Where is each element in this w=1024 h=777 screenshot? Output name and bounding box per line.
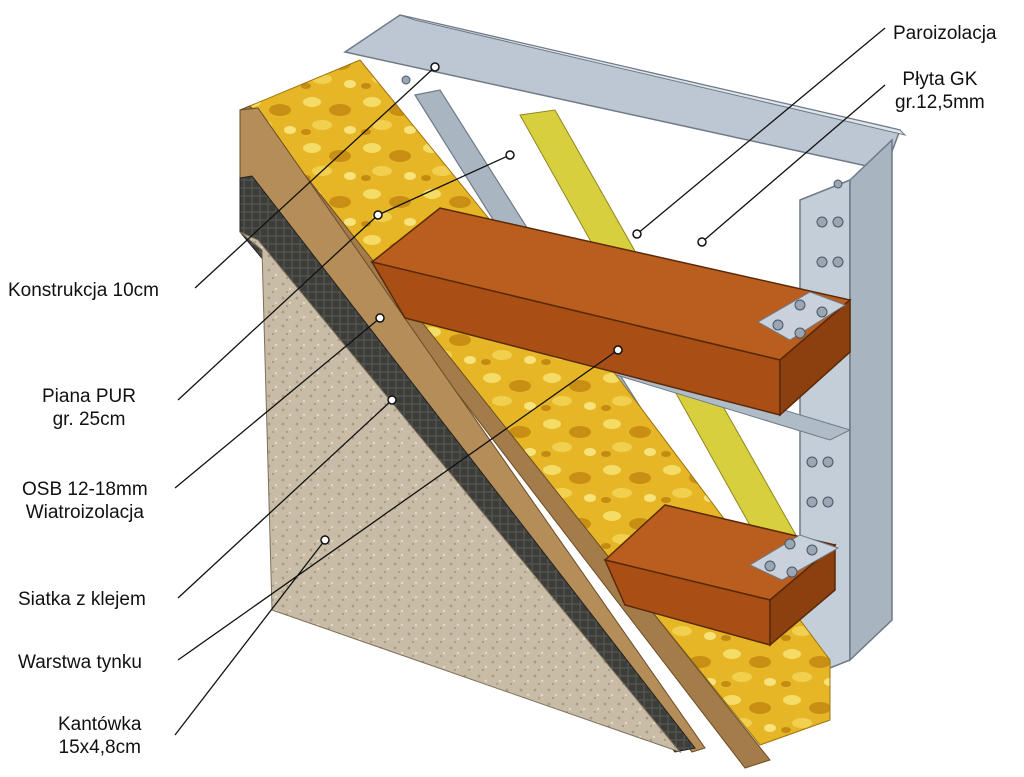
leader-tynk	[177, 349, 619, 661]
label-kantowka-line2: 15x4,8cm	[58, 737, 141, 758]
label-piana-pur: Piana PUR gr. 25cm	[42, 385, 136, 431]
leader-piana-2	[177, 214, 379, 401]
leader-osb	[174, 317, 381, 489]
leader-kantowka	[174, 539, 326, 736]
leader-lines	[174, 27, 886, 736]
label-paroizolacja-text: Paroizolacja	[893, 23, 997, 44]
label-plyta-gk: Płyta GK gr.12,5mm	[895, 68, 985, 114]
label-siatka-text: Siatka z klejem	[18, 589, 146, 610]
leader-plyta-gk	[701, 84, 886, 243]
leader-anchor-dots	[320, 62, 707, 545]
leader-siatka	[177, 399, 393, 599]
leader-konstrukcja	[194, 66, 436, 289]
label-plyta-gk-line1: Płyta GK	[902, 69, 978, 90]
label-konstrukcja: Konstrukcja 10cm	[8, 279, 159, 302]
label-plyta-gk-line2: gr.12,5mm	[895, 92, 985, 113]
label-piana-line2: gr. 25cm	[52, 409, 126, 430]
label-osb-line1: OSB 12-18mm	[22, 479, 148, 500]
osb-board-front	[239, 107, 706, 753]
label-piana-line1: Piana PUR	[42, 386, 136, 407]
timber-batten-upper-end	[779, 298, 851, 417]
leader-paroizolacja	[636, 27, 886, 235]
steel-frame-post-side	[849, 138, 893, 662]
bolt-group	[401, 75, 844, 578]
label-kantowka: Kantówka 15x4,8cm	[58, 713, 141, 759]
steel-frame-top-flange	[399, 14, 907, 136]
label-tynk: Warstwa tynku	[18, 651, 142, 674]
plaster-layer	[239, 231, 682, 754]
label-konstrukcja-text: Konstrukcja 10cm	[8, 280, 160, 301]
label-tynk-text: Warstwa tynku	[18, 652, 142, 673]
label-osb: OSB 12-18mm Wiatroizolacja	[22, 478, 148, 524]
label-osb-line2: Wiatroizolacja	[25, 502, 144, 523]
label-paroizolacja: Paroizolacja	[893, 22, 997, 45]
timber-batten-lower-end	[769, 543, 836, 647]
label-kantowka-line1: Kantówka	[58, 714, 142, 735]
leader-piana	[377, 154, 511, 216]
mesh-adhesive-layer	[239, 175, 696, 753]
label-siatka: Siatka z klejem	[18, 588, 146, 611]
